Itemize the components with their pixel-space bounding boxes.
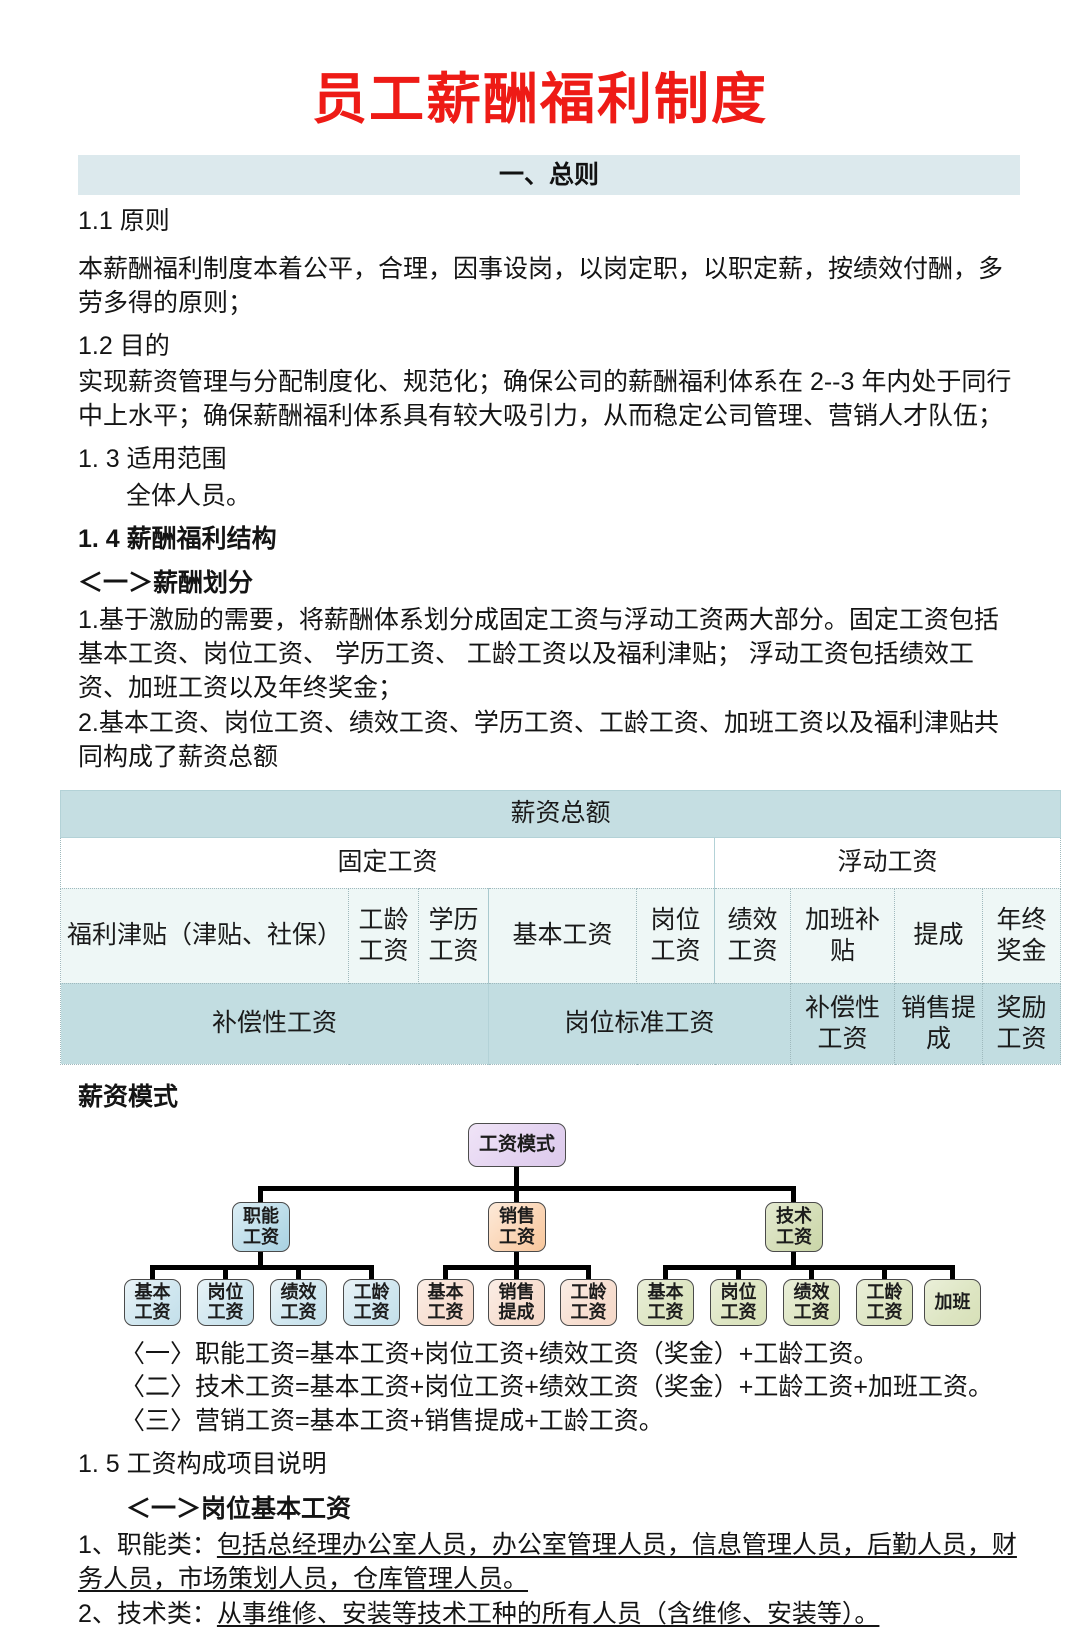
label-technical-category: 2、技术类： — [78, 1600, 217, 1628]
paragraph-1-4-2: 2.基本工资、岗位工资、绩效工资、学历工资、工龄工资、加班工资以及福利津贴共同构… — [78, 708, 999, 771]
cell-total-salary: 薪资总额 — [59, 789, 1062, 838]
chart-connector-b3c2-drop — [736, 1264, 741, 1281]
cell-class-sales-commission: 销售提成 — [894, 982, 983, 1065]
chart-node-branch-functional: 职能 工资 — [232, 1201, 290, 1252]
chart-node-b3-performance-wage: 绩效 工资 — [783, 1278, 840, 1326]
heading-1-1: 1.1 原则 — [78, 207, 170, 235]
formula-functional: 〈一〉职能工资=基本工资+岗位工资+绩效工资（奖金）+工龄工资。 — [120, 1339, 879, 1368]
chart-connector-drop-b3 — [791, 1185, 796, 1204]
document-page: 员工薪酬福利制度 一、总则 1.1 原则 本薪酬福利制度本着公平，合理，因事设岗… — [0, 68, 1080, 1628]
cell-fixed-salary: 固定工资 — [60, 836, 715, 889]
formula-technical: 〈二〉技术工资=基本工资+岗位工资+绩效工资（奖金）+工龄工资+加班工资。 — [120, 1373, 994, 1401]
chart-connector-drop-b1 — [258, 1185, 263, 1204]
cell-class-compensatory-1: 补偿性工资 — [60, 982, 489, 1065]
chart-node-b1-base-wage: 基本 工资 — [124, 1278, 181, 1326]
cell-class-post-standard: 岗位标准工资 — [488, 982, 791, 1065]
chart-connector-b1c4-drop — [369, 1264, 374, 1281]
chart-connector-b2c2-drop — [514, 1264, 519, 1281]
heading-1-3: 1. 3 适用范围 — [78, 445, 227, 473]
chart-connector-b3-stem — [791, 1251, 796, 1268]
heading-1-2: 1.2 目的 — [78, 331, 170, 360]
cell-item-base-wage: 基本工资 — [488, 887, 637, 984]
chart-node-b2-sales-commission: 销售 提成 — [488, 1278, 545, 1326]
section-header-band: 一、总则 — [78, 155, 1020, 195]
chart-connector-b3c5-drop — [950, 1264, 955, 1281]
text-functional-category: 包括总经理办公室人员，办公室管理人员，信息管理人员，后勤人员，财务人员，市场策划… — [78, 1531, 1017, 1593]
paragraph-1-1: 本薪酬福利制度本着公平，合理，因事设岗，以岗定职，以职定薪，按绩效付酬，多劳多得… — [78, 254, 1004, 317]
chart-connector-b1c2-drop — [223, 1264, 228, 1281]
chart-node-b3-base-wage: 基本 工资 — [637, 1278, 694, 1326]
cell-item-education-wage: 学历工资 — [418, 887, 489, 984]
chart-connector-b3c4-drop — [882, 1264, 887, 1281]
table-row-classification: 补偿性工资 岗位标准工资 补偿性工资 销售提成 奖励工资 — [60, 982, 1062, 1065]
label-functional-category: 1、职能类： — [78, 1531, 217, 1559]
chart-node-b3-overtime: 加班 — [924, 1278, 981, 1326]
page-title: 员工薪酬福利制度 — [311, 68, 768, 130]
salary-mode-label: 薪资模式 — [78, 1082, 179, 1111]
cell-item-seniority-wage: 工龄工资 — [348, 887, 419, 984]
chart-node-branch-technical: 技术 工资 — [765, 1201, 823, 1252]
chart-connector-b1c3-drop — [296, 1264, 301, 1281]
table-row-items: 福利津贴（津贴、社保） 工龄工资 学历工资 基本工资 岗位工资 绩效工资 加班补… — [60, 887, 1062, 984]
chart-node-b3-seniority-wage: 工龄 工资 — [856, 1278, 913, 1326]
chart-connector-b2c3-drop — [586, 1264, 591, 1281]
chart-node-b1-post-wage: 岗位 工资 — [197, 1278, 254, 1326]
heading-1-4: 1. 4 薪酬福利结构 — [78, 524, 277, 553]
cell-item-year-end-bonus: 年终奖金 — [981, 887, 1062, 984]
table-row-total: 薪资总额 — [59, 789, 1062, 838]
heading-1-5-sub-1: ＜一＞岗位基本工资 — [126, 1494, 352, 1523]
chart-connector-b1-bus — [150, 1264, 374, 1270]
salary-composition-table: 薪资总额 固定工资 浮动工资 福利津贴（津贴、社保） 工龄工资 学历工资 基本工… — [59, 789, 1062, 1065]
chart-node-root: 工资模式 — [468, 1122, 566, 1167]
cell-item-overtime-allowance: 加班补贴 — [790, 887, 895, 984]
chart-node-b1-seniority-wage: 工龄 工资 — [343, 1278, 400, 1326]
salary-mode-org-chart: 工资模式 职能 工资 销售 工资 技术 工资 基本 工资 岗位 工资 绩效 工资… — [0, 1117, 1080, 1332]
chart-node-b2-base-wage: 基本 工资 — [417, 1278, 474, 1326]
chart-connector-level1-bus — [258, 1185, 796, 1191]
chart-connector-b3c1-drop — [663, 1264, 668, 1281]
chart-connector-drop-b2 — [514, 1185, 519, 1204]
chart-node-b1-performance-wage: 绩效 工资 — [270, 1278, 327, 1326]
paragraph-1-3: 全体人员。 — [126, 481, 252, 510]
chart-node-branch-sales: 销售 工资 — [488, 1201, 546, 1252]
chart-node-b3-post-wage: 岗位 工资 — [710, 1278, 767, 1326]
cell-class-incentive-wage: 奖励工资 — [981, 982, 1062, 1065]
chart-connector-b3c3-drop — [809, 1264, 814, 1281]
heading-1-4-sub-1: ＜一＞薪酬划分 — [78, 569, 254, 597]
section-1-5: 1. 5 工资构成项目说明 ＜一＞岗位基本工资 1、职能类：包括总经理办公室人员… — [0, 1447, 1080, 1631]
chart-connector-root-stem — [514, 1166, 519, 1189]
chart-connector-b1c1-drop — [150, 1264, 155, 1281]
chart-connector-b2-stem — [514, 1251, 519, 1268]
chart-connector-b1-stem — [258, 1251, 263, 1268]
cell-floating-salary: 浮动工资 — [713, 836, 1062, 889]
text-technical-category: 从事维修、安装等技术工种的所有人员（含维修、安装等）。 — [216, 1600, 880, 1628]
cell-item-performance-wage: 绩效工资 — [714, 887, 791, 984]
salary-table-container: 薪资总额 固定工资 浮动工资 福利津贴（津贴、社保） 工龄工资 学历工资 基本工… — [59, 789, 1062, 1065]
paragraph-1-2: 实现薪资管理与分配制度化、规范化；确保公司的薪酬福利体系在 2--3 年内处于同… — [78, 368, 1012, 430]
body-content: 1.1 原则 本薪酬福利制度本着公平，合理，因事设岗，以岗定职，以职定薪，按绩效… — [0, 204, 1080, 774]
paragraph-1-5-item-1: 1、职能类：包括总经理办公室人员，办公室管理人员，信息管理人员，后勤人员，财务人… — [78, 1528, 1020, 1596]
cell-item-welfare-allowance: 福利津贴（津贴、社保） — [60, 887, 349, 984]
chart-connector-b2c1-drop — [443, 1264, 448, 1281]
cell-item-post-wage: 岗位工资 — [636, 887, 715, 984]
heading-1-5: 1. 5 工资构成项目说明 — [78, 1450, 327, 1478]
chart-node-b2-seniority-wage: 工龄 工资 — [560, 1278, 617, 1326]
formula-list: 〈一〉职能工资=基本工资+岗位工资+绩效工资（奖金）+工龄工资。 〈二〉技术工资… — [0, 1338, 1080, 1439]
paragraph-1-5-item-2: 2、技术类：从事维修、安装等技术工种的所有人员（含维修、安装等）。 — [78, 1597, 1020, 1631]
paragraph-1-4-1: 1.基于激励的需要，将薪酬体系划分成固定工资与浮动工资两大部分。固定工资包括基本… — [78, 605, 999, 702]
cell-class-compensatory-2: 补偿性工资 — [790, 982, 895, 1065]
cell-item-commission: 提成 — [894, 887, 983, 984]
table-row-fixed-float: 固定工资 浮动工资 — [60, 836, 1062, 889]
formula-marketing: 〈三〉营销工资=基本工资+销售提成+工龄工资。 — [120, 1406, 664, 1435]
